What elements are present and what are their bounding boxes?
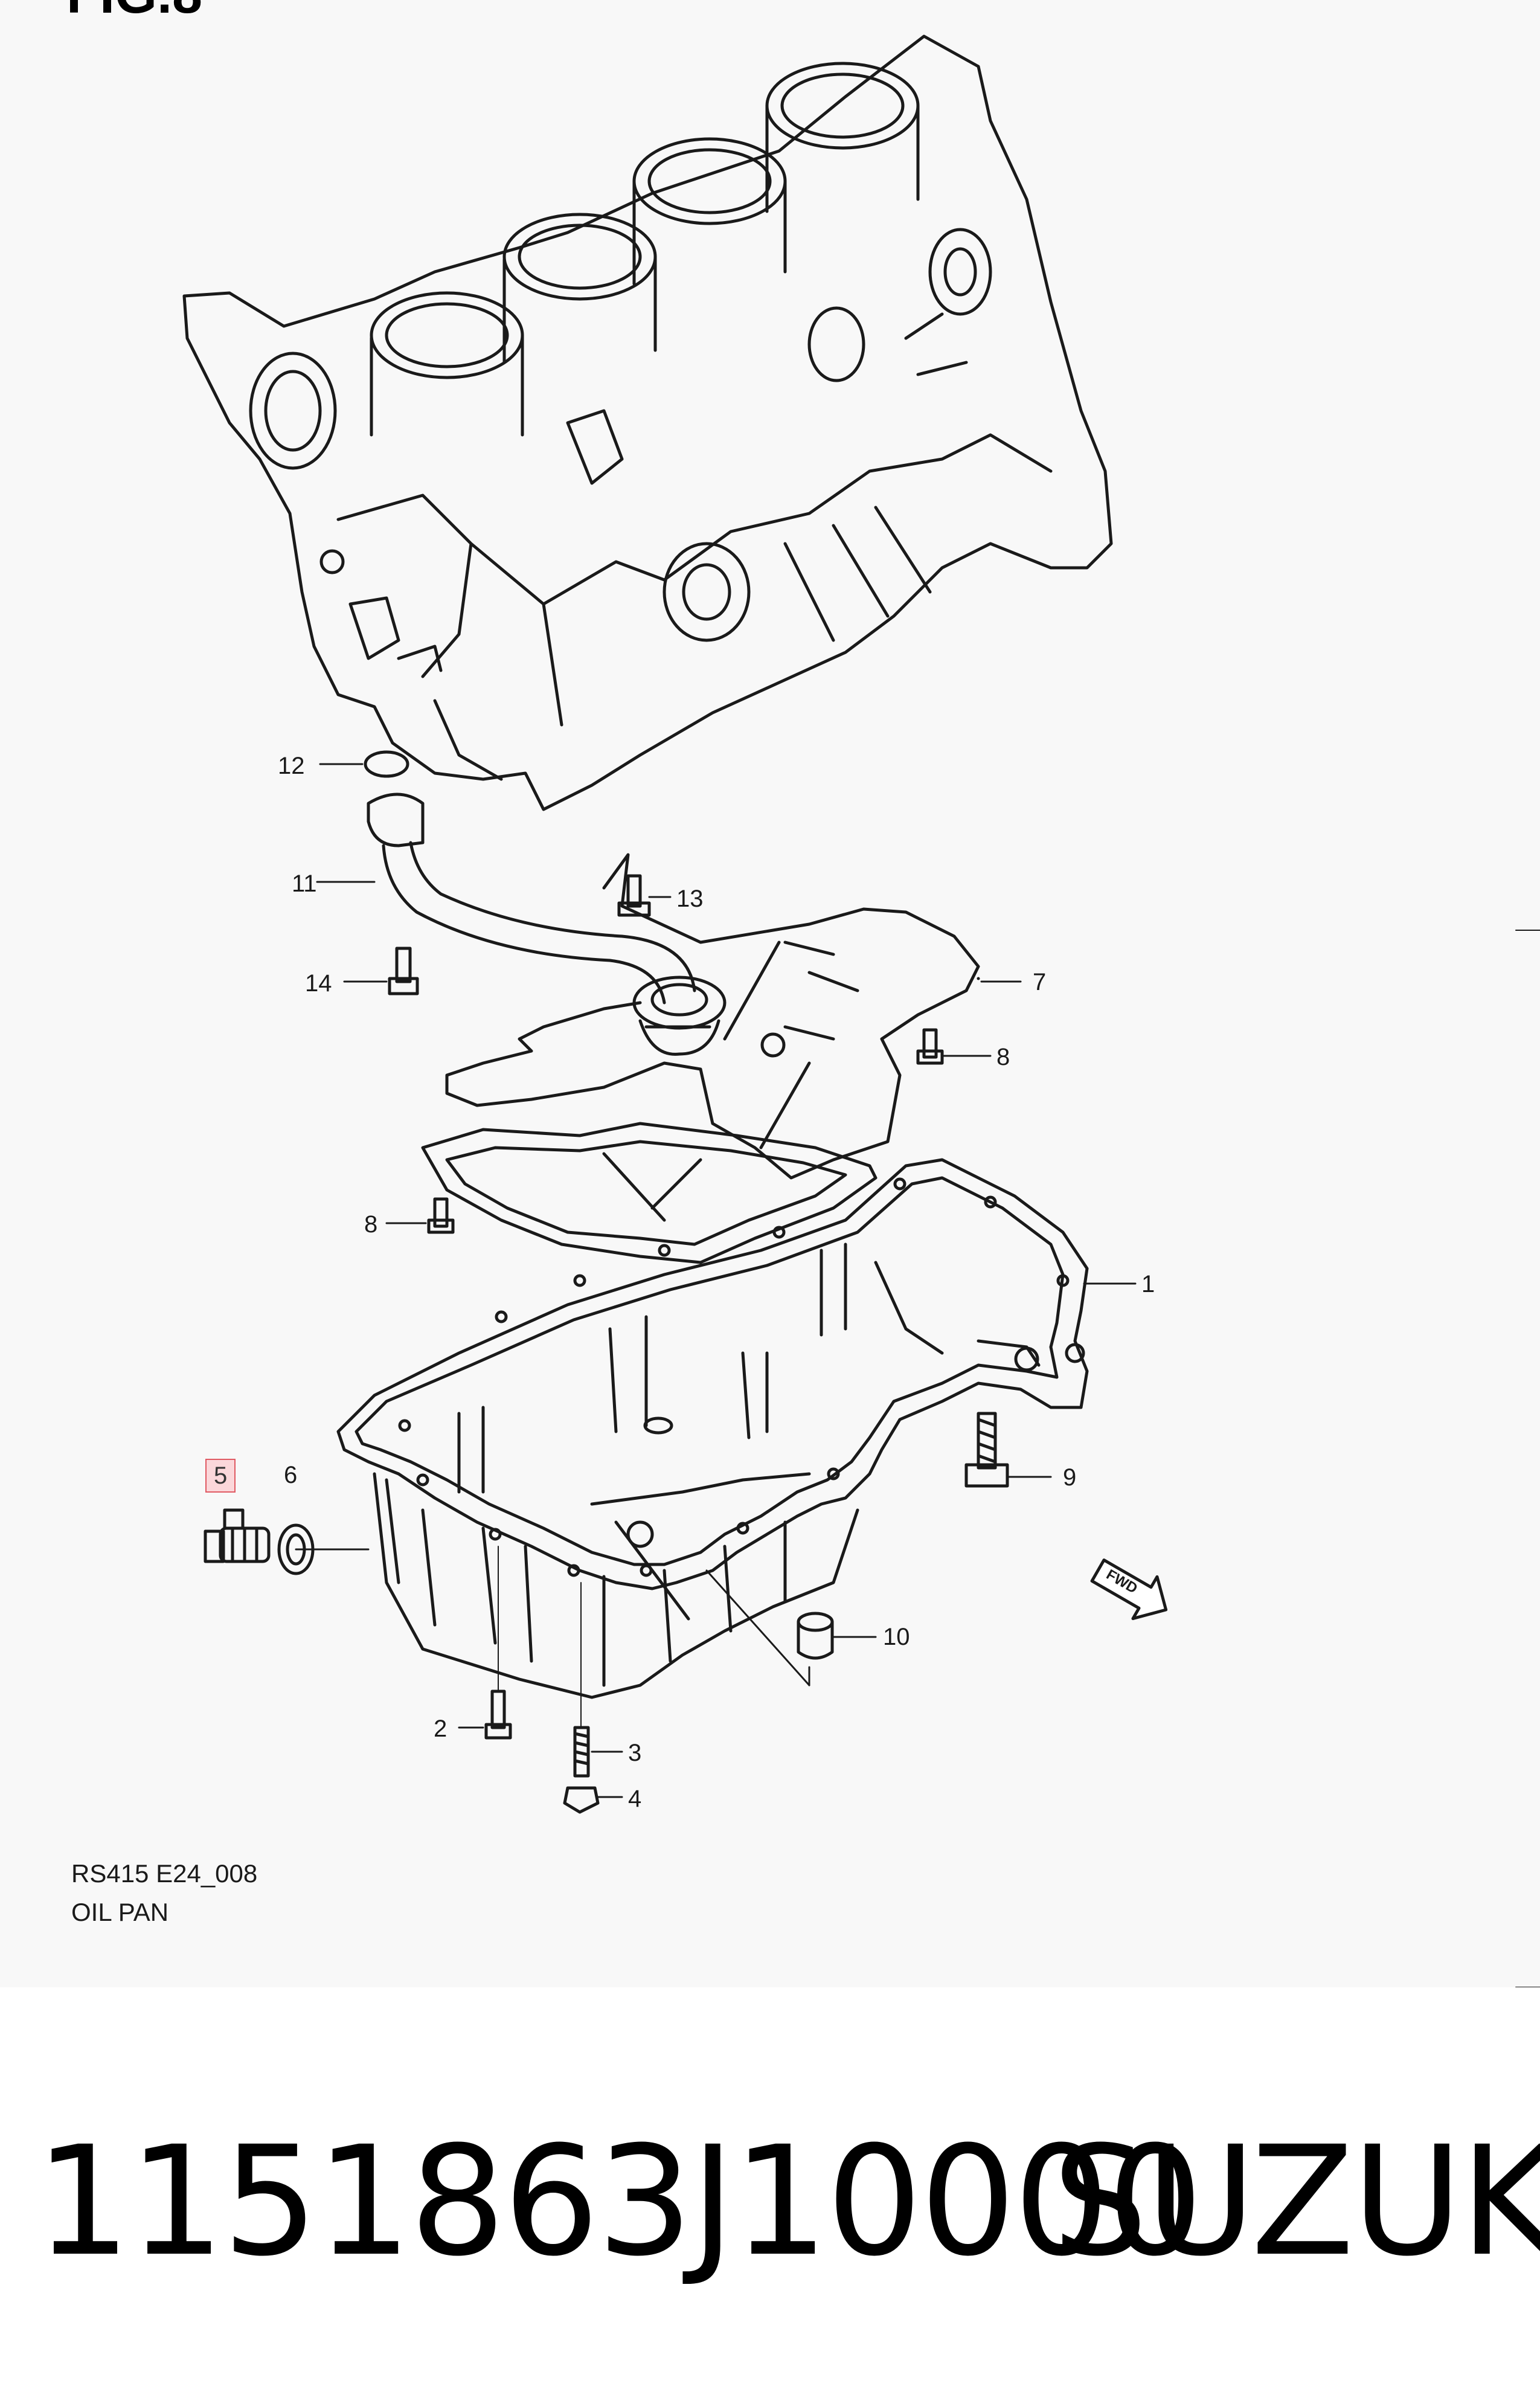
callout-6[interactable]: 6 <box>284 1462 298 1488</box>
drain-plug-5 <box>204 1508 271 1563</box>
stud-3 <box>573 1726 590 1778</box>
callout-10[interactable]: 10 <box>883 1624 910 1650</box>
figure-title: FIG.8 <box>66 0 202 26</box>
bolt-13 <box>617 874 651 917</box>
baffle-plate-7 <box>445 853 980 1180</box>
fwd-arrow-icon <box>1090 1558 1168 1621</box>
callout-8-left[interactable]: 8 <box>364 1211 378 1238</box>
nut-4 <box>563 1786 600 1814</box>
callout-7[interactable]: 7 <box>1033 969 1047 995</box>
bolt-8-right <box>916 1028 944 1065</box>
oil-strainer-11 <box>367 793 727 1056</box>
washer-6 <box>277 1523 315 1575</box>
callout-13[interactable]: 13 <box>676 886 704 912</box>
callout-4[interactable]: 4 <box>628 1786 642 1812</box>
callout-2[interactable]: 2 <box>434 1715 448 1742</box>
callout-14[interactable]: 14 <box>305 970 332 997</box>
callout-9[interactable]: 9 <box>1063 1464 1077 1491</box>
diagram-panel <box>0 0 1540 1987</box>
bolt-9 <box>964 1412 1009 1488</box>
o-ring-12 <box>364 750 409 778</box>
bolt-8-left <box>427 1197 455 1234</box>
callout-3[interactable]: 3 <box>628 1740 642 1766</box>
callout-11[interactable]: 11 <box>292 870 317 897</box>
callout-12[interactable]: 12 <box>278 753 305 779</box>
part-number: 1151863J10000 <box>35 2114 1203 2289</box>
caption-code: RS415 E24_008 <box>71 1859 258 1888</box>
brand-name: SUZUKI <box>1052 2114 1540 2289</box>
callout-5[interactable]: 5 <box>205 1459 236 1493</box>
callout-8-right[interactable]: 8 <box>996 1044 1010 1070</box>
bolt-14 <box>388 947 419 995</box>
bolt-2 <box>484 1690 512 1740</box>
gasket <box>421 1122 877 1264</box>
caption-name: OIL PAN <box>71 1898 169 1926</box>
callout-1[interactable]: 1 <box>1141 1271 1155 1297</box>
engine-block <box>182 34 1113 811</box>
dowel-10 <box>797 1612 834 1660</box>
oil-pan-1 <box>336 1158 1089 1699</box>
oil-pan-exploded-diagram <box>182 34 1540 1987</box>
